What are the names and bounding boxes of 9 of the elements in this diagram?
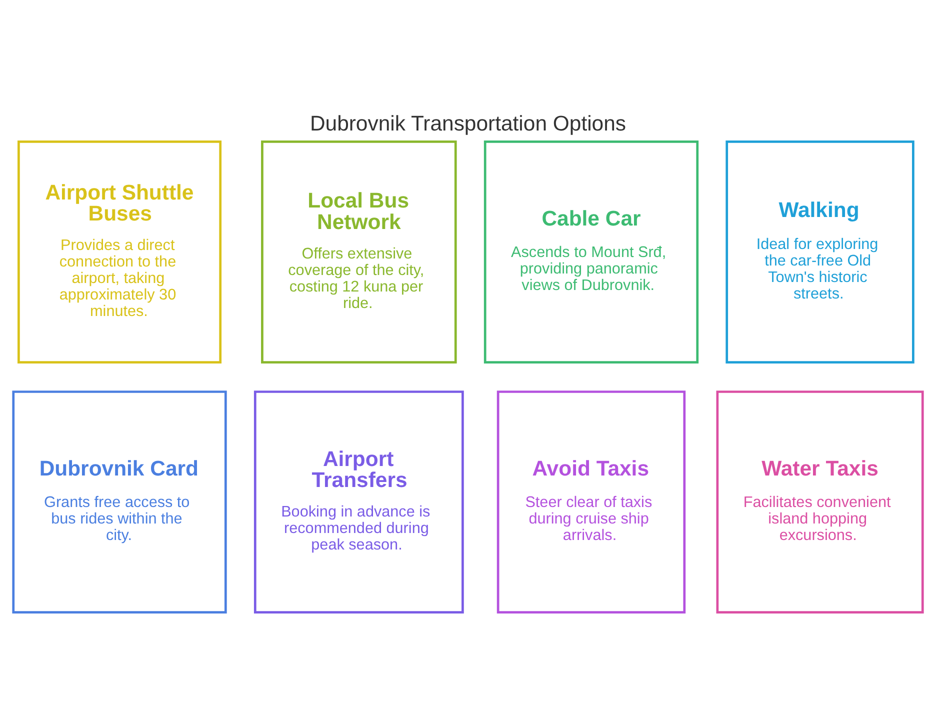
node-box: Airport Transfers Booking in advance is recommended during peak season. — [254, 390, 464, 613]
node-box: Avoid Taxis Steer clear of taxis during cruise ship arrivals. — [496, 390, 686, 613]
node-box: Dubrovnik Card Grants free access to bus rides within the city. — [12, 390, 227, 613]
diagram-title: Dubrovnik Transportation Options — [310, 112, 626, 135]
node-box: Walking Ideal for exploring the car-free Old Town's historic streets. — [726, 140, 914, 363]
node-box: Cable Car Ascends to Mount Srđ, providing panoramic views of Dubrovnik. — [484, 140, 699, 363]
node-box: Local Bus Network Offers extensive coverage of the city, costing 12 kuna per ride. — [261, 140, 457, 363]
node-box: Water Taxis Facilitates convenient island hopping excursions. — [716, 390, 924, 613]
node-box: Airport Shuttle Buses Provides a direct connection to the airport, taking approximately 30 minutes. — [18, 140, 222, 363]
